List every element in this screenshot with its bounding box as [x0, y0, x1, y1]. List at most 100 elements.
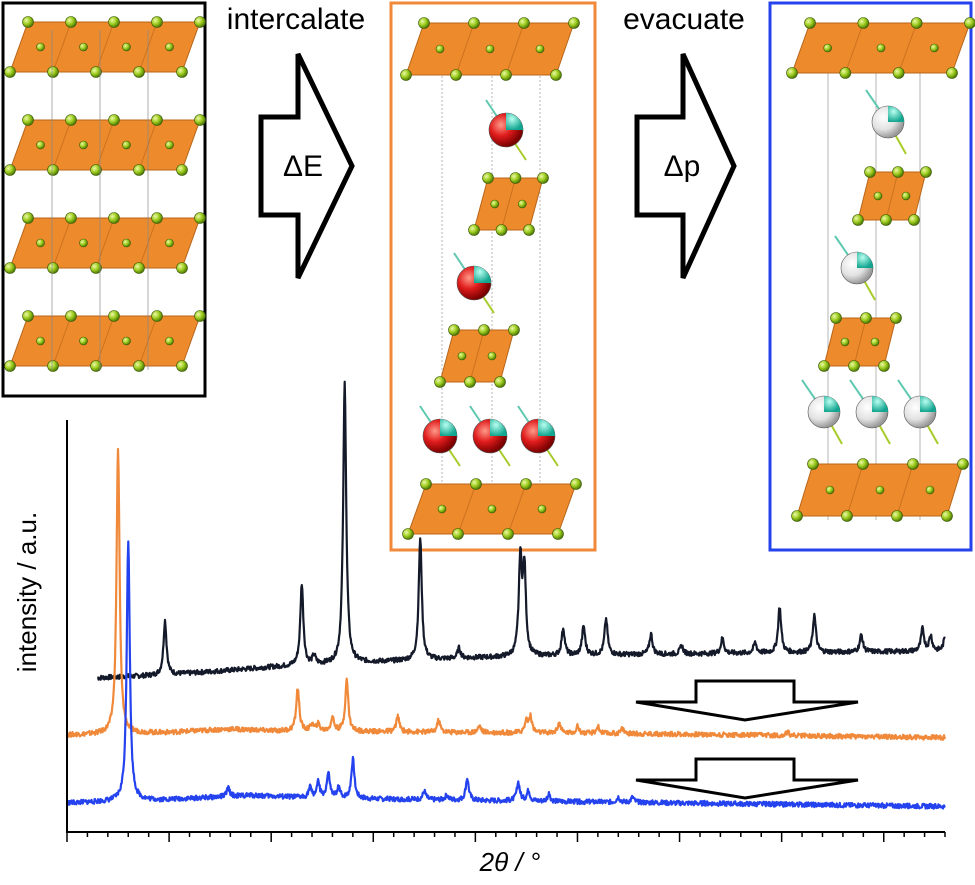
octahedron-edge	[95, 21, 115, 73]
cation-accent	[506, 113, 523, 130]
ligand-atom	[4, 360, 16, 372]
xrd-traces	[65, 380, 947, 810]
ligand-atom	[108, 212, 120, 224]
cation-accent	[474, 266, 491, 283]
ligand-atom	[804, 17, 816, 29]
cation-accent	[888, 106, 904, 122]
ligand-atom	[535, 44, 545, 54]
octahedron-edge	[52, 21, 72, 73]
ligand-atom	[823, 43, 832, 53]
ligand-atom	[79, 140, 88, 150]
ligand-atom	[487, 504, 497, 514]
ligand-atom	[437, 504, 447, 514]
octahedron-edge	[457, 483, 477, 535]
ligand-atom	[873, 191, 883, 201]
ligand-atom	[452, 528, 464, 540]
ligand-atom	[890, 312, 902, 324]
ligand-atom	[464, 376, 476, 388]
ligand-atom	[478, 324, 490, 336]
ligand-atom	[4, 66, 16, 78]
intercalated-cation	[422, 418, 458, 454]
ligand-atom	[22, 310, 34, 322]
ligand-atom	[151, 16, 163, 28]
ligand-atom	[517, 199, 527, 209]
ligand-atom	[878, 360, 890, 372]
evacuated-structure-panel	[768, 1, 975, 552]
ligand-atom	[957, 458, 969, 470]
intercalated-slab-top	[400, 17, 580, 81]
ligand-atom	[47, 66, 59, 78]
octahedron-edge	[52, 315, 72, 367]
intercalate-arrow-shape	[258, 52, 355, 280]
ligand-atom	[4, 164, 16, 176]
ligand-atom	[418, 17, 430, 29]
ligand-atom	[482, 172, 494, 184]
ligand-atom	[891, 510, 903, 522]
ligand-atom	[402, 528, 414, 540]
ligand-atom	[4, 262, 16, 274]
ligand-atom	[852, 214, 864, 226]
xrd-trace-2	[65, 447, 947, 741]
ligand-atom	[108, 310, 120, 322]
ligand-atom	[457, 351, 467, 361]
octahedron-edge	[853, 317, 867, 367]
ligand-atom	[520, 478, 532, 490]
ligand-atom	[925, 485, 935, 495]
evacuated-slab-top	[786, 17, 975, 79]
ligand-atom	[22, 114, 34, 126]
pristine-slab	[4, 310, 206, 372]
ligand-atom	[133, 66, 145, 78]
ligand-atom	[495, 224, 508, 236]
ligand-atom	[434, 376, 446, 388]
ligand-atom	[122, 140, 131, 150]
ligand-atom	[90, 164, 102, 176]
ligand-atom	[65, 16, 77, 28]
ligand-atom	[79, 238, 88, 248]
intercalated-panel-frame	[389, 1, 597, 552]
octahedron-edge	[52, 119, 72, 171]
ligand-atom	[108, 16, 120, 28]
ligand-atom	[857, 458, 869, 470]
y-axis-label: intensity / a.u.	[12, 512, 42, 672]
ligand-atom	[176, 66, 188, 78]
ligand-atom	[876, 43, 886, 53]
ligand-atom	[151, 310, 163, 322]
ligand-atom	[165, 42, 174, 52]
intercalated-slab	[468, 172, 549, 236]
ligand-atom	[448, 324, 460, 336]
evacuated-cation	[903, 395, 937, 429]
ligand-atom	[176, 262, 188, 274]
intercalated-slab-bottom	[402, 478, 582, 540]
evacuated-cation	[871, 105, 905, 139]
delta-e-label: ΔE	[283, 150, 323, 183]
pristine-structure-panel	[1, 1, 207, 398]
ligand-atom	[79, 336, 88, 346]
delta-p-label: Δp	[664, 150, 701, 183]
cation-accent	[857, 252, 873, 268]
evacuate-arrow: evacuate Δp	[623, 3, 745, 280]
ligand-atom	[518, 17, 530, 29]
ligand-atom	[786, 67, 798, 79]
ligand-atom	[892, 67, 905, 79]
ligand-atom	[165, 140, 174, 150]
evacuate-label: evacuate	[623, 3, 745, 36]
ligand-atom	[830, 312, 842, 324]
intercalated-layers	[400, 17, 582, 540]
ligand-atom	[920, 166, 932, 178]
ligand-atom	[500, 69, 512, 81]
octahedron-edge	[95, 315, 115, 367]
ligand-atom	[22, 16, 34, 28]
ligand-atom	[907, 458, 919, 470]
ligand-atom	[857, 17, 870, 29]
evacuated-cation	[855, 395, 889, 429]
evacuated-slab	[852, 166, 932, 226]
evacuated-layers	[786, 17, 975, 522]
ligand-atom	[908, 214, 920, 226]
evacuate-arrow-shape	[634, 52, 737, 280]
octahedron-edge	[95, 217, 115, 269]
ligand-atom	[65, 310, 77, 322]
ligand-atom	[880, 214, 892, 226]
ligand-atom	[36, 238, 45, 248]
ligand-atom	[165, 336, 174, 346]
intercalated-cation	[456, 265, 492, 301]
